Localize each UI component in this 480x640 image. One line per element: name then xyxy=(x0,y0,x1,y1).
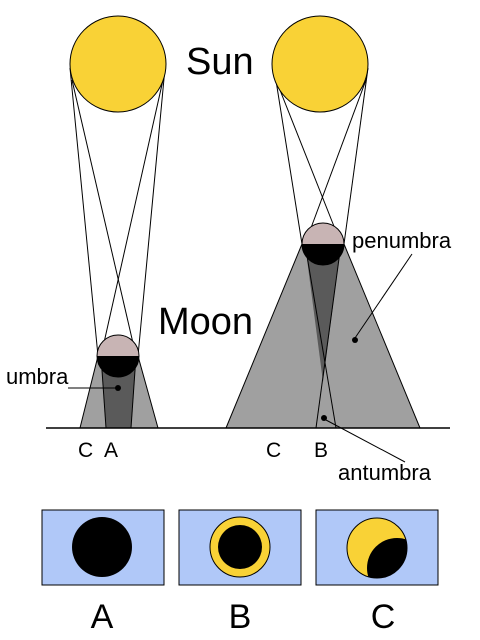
sun-label: Sun xyxy=(186,41,254,83)
left-rays xyxy=(69,67,166,429)
right-rays xyxy=(225,67,421,429)
right-moon xyxy=(301,222,345,266)
right-point-b: B xyxy=(314,439,328,462)
penumbra-leader xyxy=(354,253,413,339)
panel-b-label: B xyxy=(229,598,252,636)
left-point-a: A xyxy=(104,439,118,462)
panel-c-moon xyxy=(367,538,407,578)
right-umbra xyxy=(305,244,341,382)
left-moon xyxy=(96,334,140,378)
panel-a-label: A xyxy=(91,598,114,636)
panel-a-moon xyxy=(72,517,132,577)
moon-label: Moon xyxy=(158,301,253,343)
right-scene xyxy=(225,15,421,463)
left-sun xyxy=(69,15,167,113)
right-point-c: C xyxy=(266,439,281,462)
penumbra-dot xyxy=(352,337,358,343)
panel-b xyxy=(178,509,302,586)
umbra-label: umbra xyxy=(6,364,69,389)
panel-c xyxy=(315,509,439,586)
left-point-c: C xyxy=(78,439,93,462)
penumbra-label: penumbra xyxy=(352,228,452,253)
panel-c-label: C xyxy=(371,598,396,636)
right-sun xyxy=(271,15,369,113)
left-scene xyxy=(68,15,167,429)
antumbra-dot xyxy=(321,415,327,421)
umbra-dot xyxy=(115,385,121,391)
antumbra-leader xyxy=(325,419,406,463)
antumbra-label: antumbra xyxy=(338,460,432,485)
panel-b-moon xyxy=(218,525,262,569)
panel-a xyxy=(41,509,165,586)
